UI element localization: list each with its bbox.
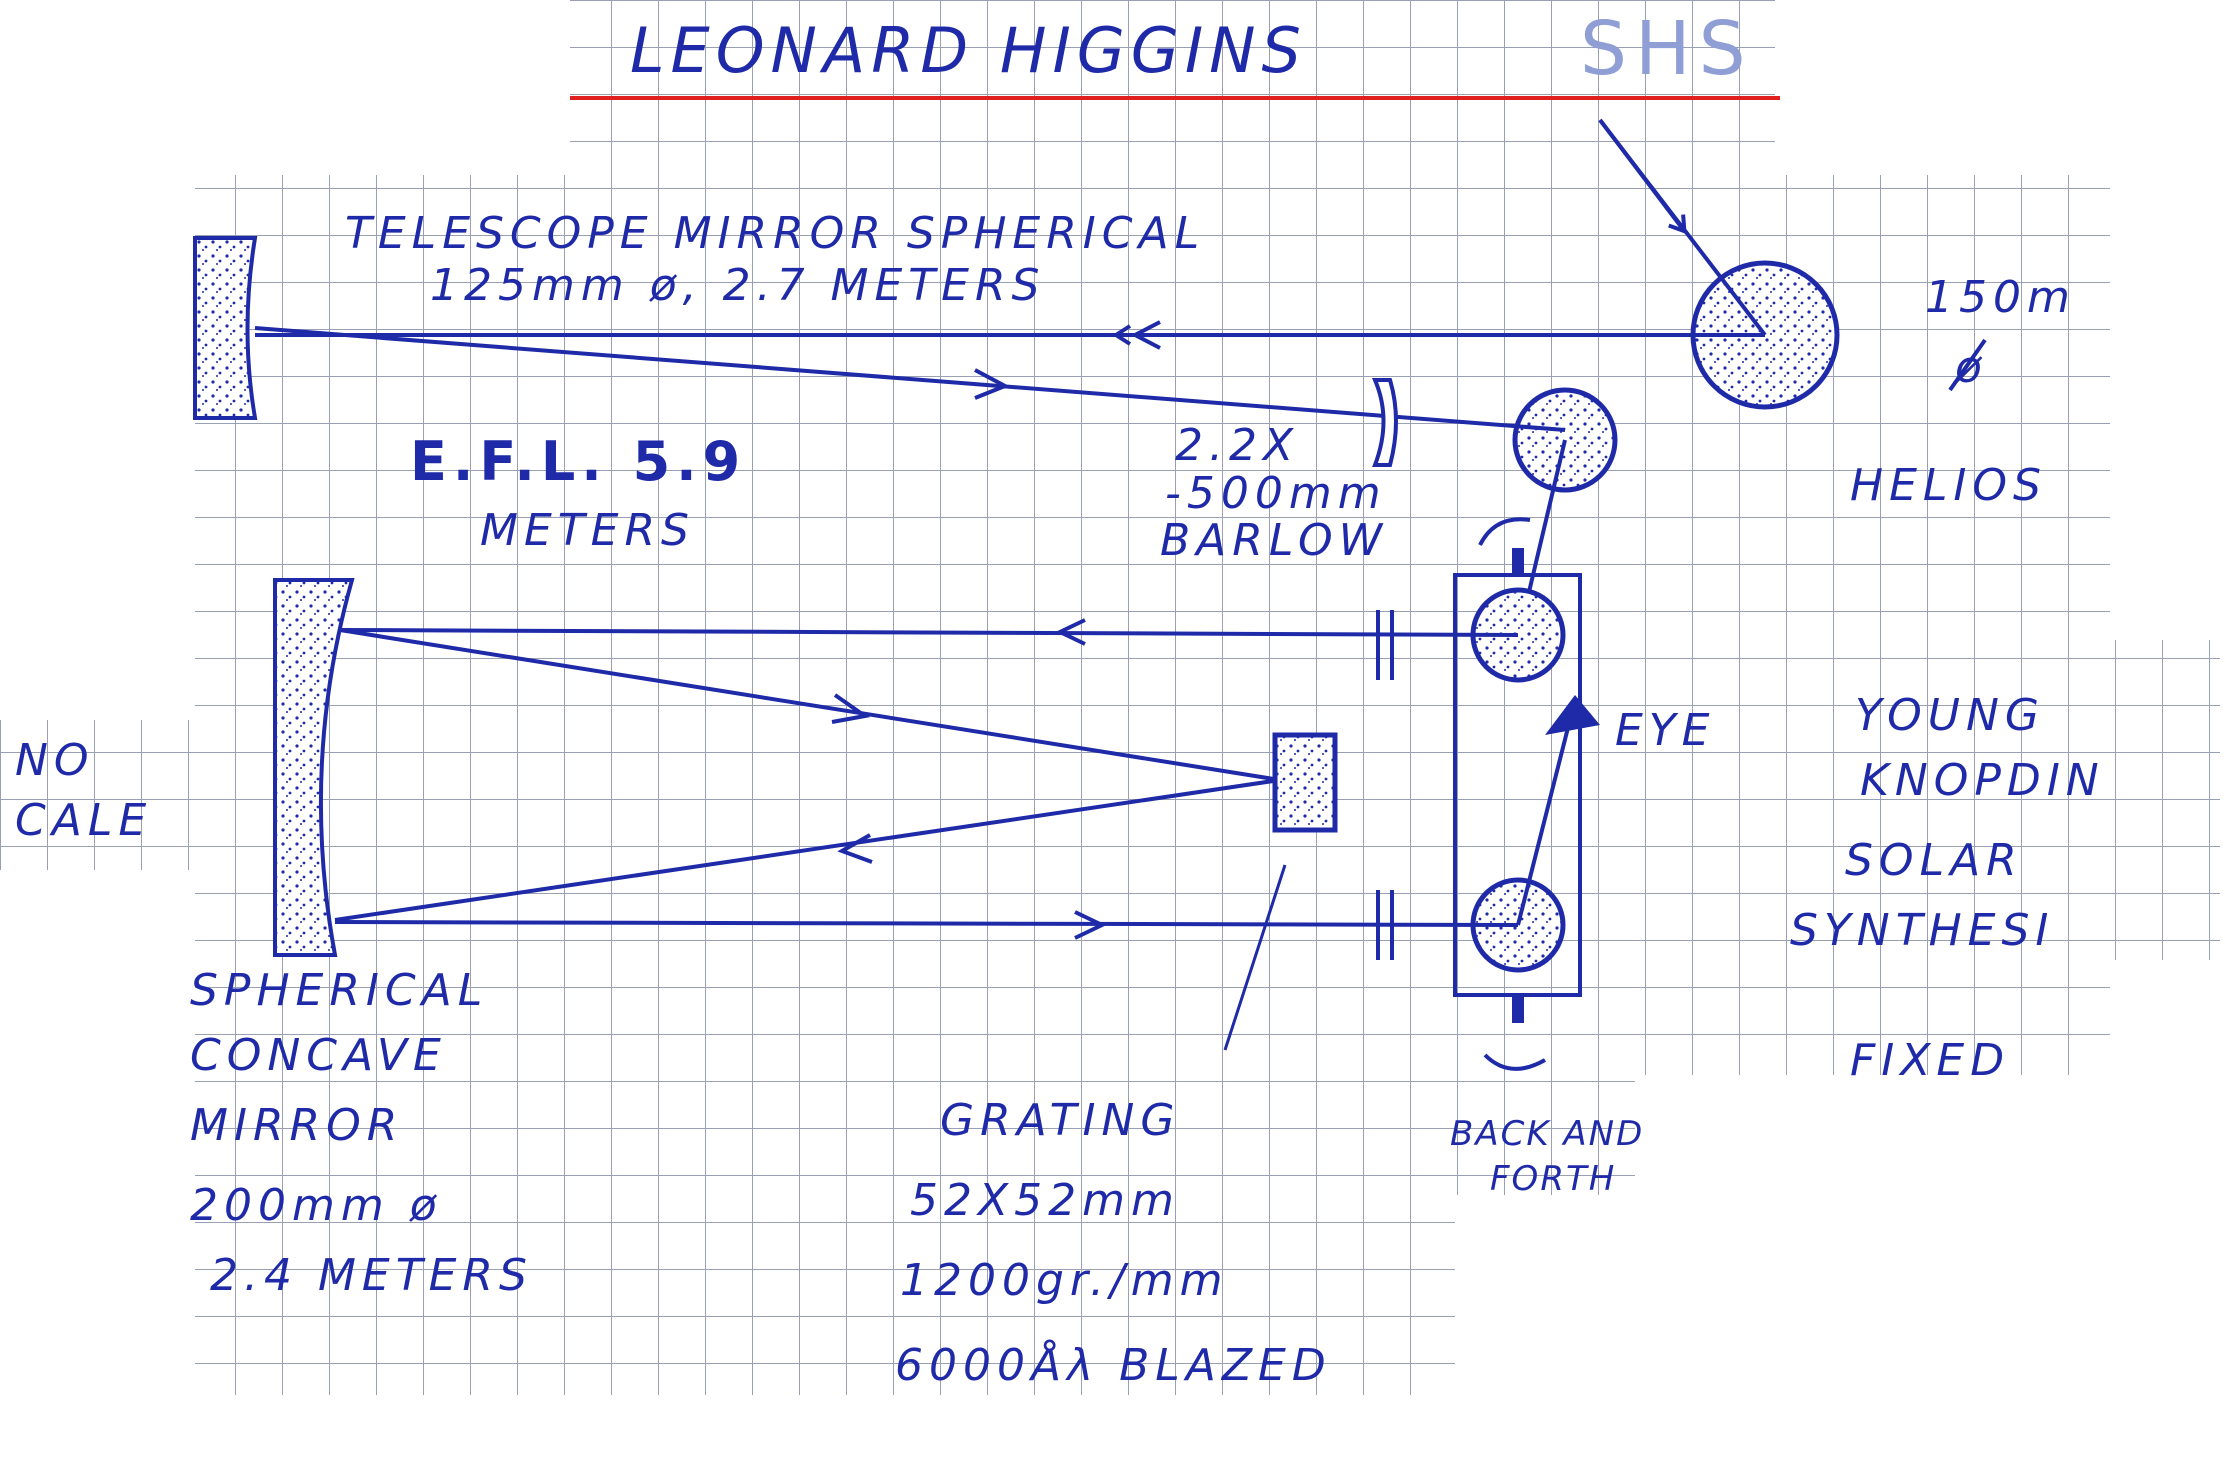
fixed-label: FIXED: [1850, 1035, 2010, 1086]
telescope-mirror: [193, 236, 258, 420]
no-scale-label-2: CALE: [15, 795, 152, 846]
barlow-lens: [1371, 378, 1398, 467]
barlow-mag-label: 2.2X: [1175, 420, 1299, 471]
beam-to-grating-upper: [339, 628, 1281, 782]
grating-label-2: 52X52mm: [910, 1175, 1180, 1226]
beam-to-diagonal: [254, 326, 1566, 432]
young-label-2: KNOPDIN: [1860, 755, 2105, 806]
grating-label-4: 6000Åλ BLAZED: [895, 1338, 1332, 1391]
beam-in-upper: [339, 628, 1519, 637]
title-tag: SHS: [1580, 6, 1754, 92]
page-title: LEONARD HIGGINS: [630, 14, 1307, 87]
mirror-label-3: MIRROR: [190, 1100, 403, 1151]
telescope-spec-label: 125mm ø, 2.7 METERS: [430, 260, 1046, 311]
mirror-label-1: SPHERICAL: [190, 965, 488, 1016]
eye-label: EYE: [1615, 705, 1715, 756]
no-scale-label-1: NO: [15, 735, 95, 786]
back-forth-label-1: BACK AND: [1450, 1114, 1644, 1154]
grating-pointer: [1223, 864, 1287, 1051]
telescope-mirror-label: TELESCOPE MIRROR SPHERICAL: [345, 208, 1205, 259]
back-forth-label-2: FORTH: [1490, 1159, 1616, 1199]
rotate-arrow-bottom: [1483, 1053, 1546, 1071]
heliostat-phi-label: ø: [1954, 342, 1988, 393]
mirror-label-2: CONCAVE: [190, 1030, 447, 1081]
barlow-label: BARLOW: [1160, 515, 1388, 566]
mirror-label-5: 2.4 METERS: [210, 1250, 533, 1301]
heliostat-label: HELIOS: [1850, 460, 2047, 511]
young-label-3: SOLAR: [1845, 835, 2023, 886]
young-label-4: SYNTHESI: [1790, 905, 2054, 956]
rotate-arrow-top: [1478, 517, 1531, 546]
spectrograph-mirror: [273, 578, 355, 957]
beam-from-grating-lower: [334, 778, 1281, 922]
eye-path: [1516, 699, 1577, 926]
efl-units-label: METERS: [480, 505, 695, 556]
entrance-slit: [1376, 610, 1394, 680]
barlow-focal-label: -500mm: [1165, 468, 1387, 519]
eye-symbol: [1545, 695, 1600, 735]
grating-label-1: GRATING: [940, 1095, 1180, 1146]
heliostat-size-label: 150m: [1925, 272, 2076, 323]
beam-out-lower: [334, 920, 1519, 927]
grating-label-3: 1200gr./mm: [900, 1255, 1229, 1306]
diffraction-grating: [1272, 732, 1338, 833]
young-label-1: YOUNG: [1855, 690, 2045, 741]
mirror-label-4: 200mm ø: [190, 1180, 443, 1231]
efl-label: E.F.L. 5.9: [410, 430, 746, 493]
